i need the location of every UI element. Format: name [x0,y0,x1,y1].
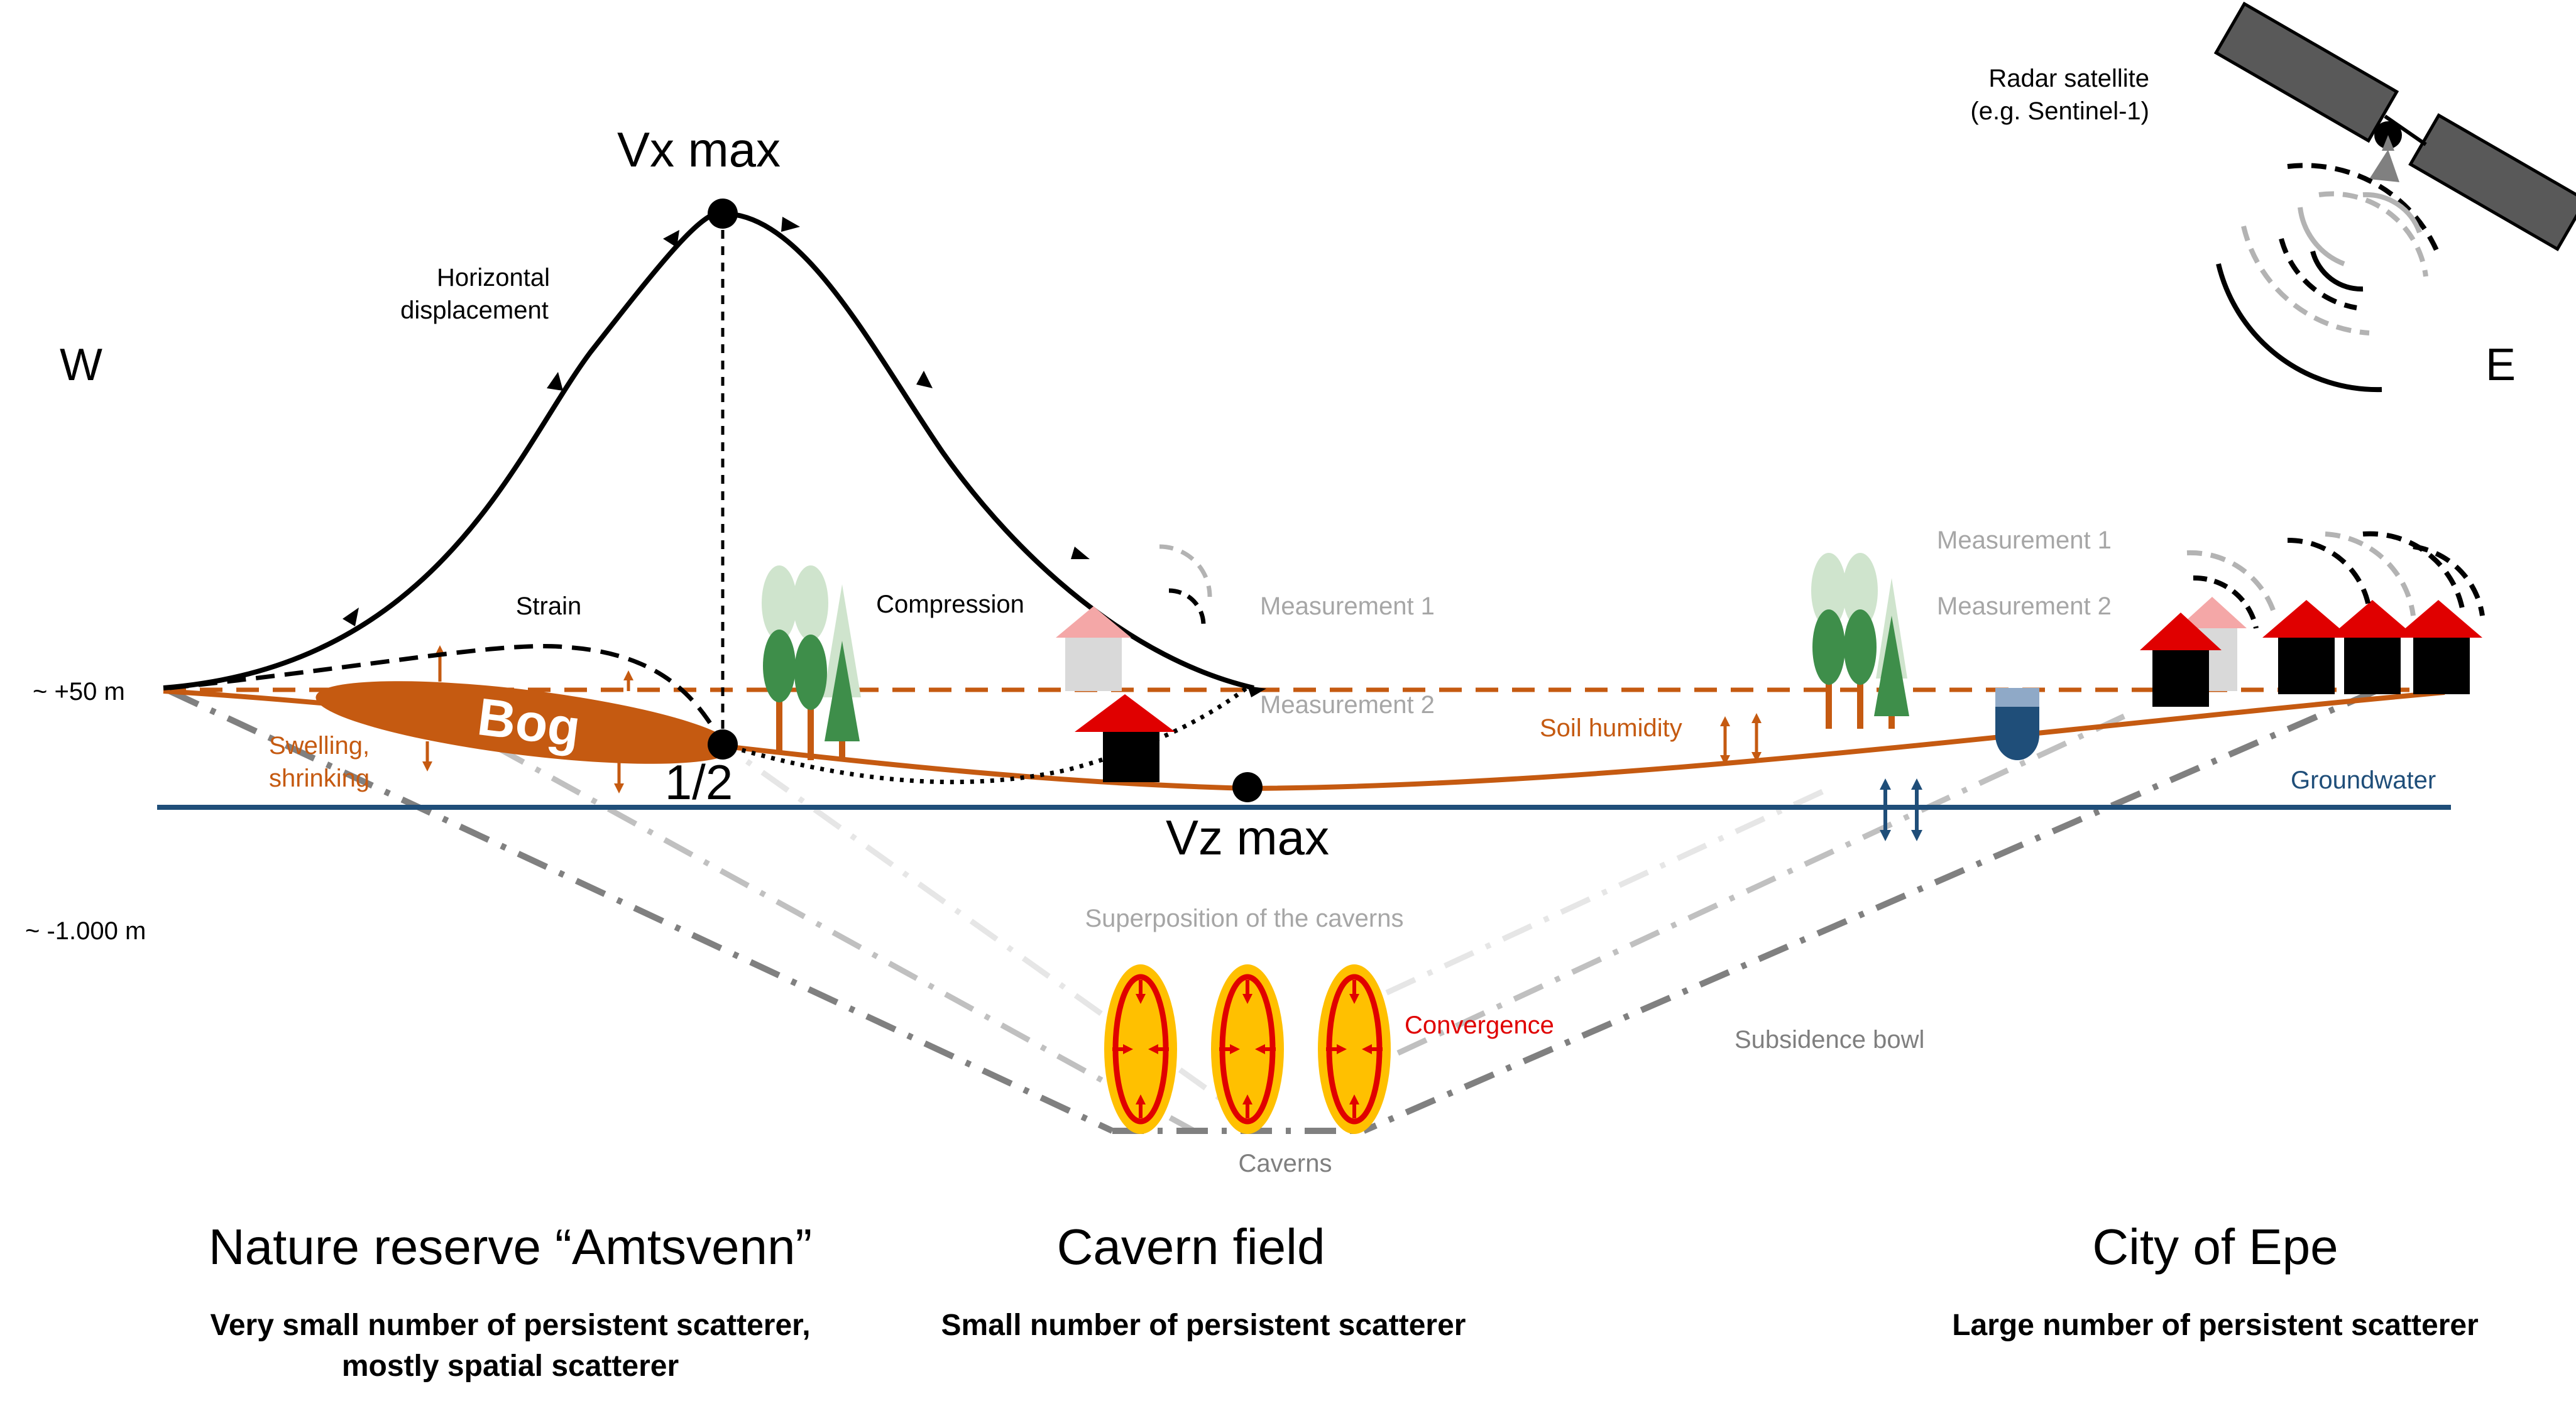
elevation-depth-label: ~ -1.000 m [25,917,146,945]
water-drop [1995,688,2039,760]
swelling-label-1: Swelling, [269,732,370,760]
strain-curve [169,643,725,746]
strain-label: Strain [516,592,582,620]
swelling-label-2: shrinking [269,765,370,792]
horizontal-displacement-label-2: displacement [400,297,549,324]
vx-max-point [708,199,738,229]
elevation-surface-label: ~ +50 m [33,678,125,706]
east-label: E [2486,340,2516,390]
half-point [708,729,738,760]
caverns-label: Caverns [1239,1150,1332,1177]
vz-max-label: Vz max [1166,810,1329,865]
region-title-city-epe: City of Epe [2092,1219,2338,1275]
measurement-1-east: Measurement 1 [1937,526,2112,554]
convergence-label: Convergence [1405,1011,1554,1039]
compression-label: Compression [876,591,1024,618]
soil-humidity-arrows [1720,713,1762,765]
groundwater-label: Groundwater [2291,766,2436,794]
bog-label: Bog [474,687,584,758]
measurement-1-center: Measurement 1 [1260,592,1435,620]
curve-direction-arrows [343,217,1266,697]
radar-arcs-east [2186,531,2485,629]
half-label: 1/2 [665,755,733,810]
trees-east [1811,553,1909,729]
measurement-2-east: Measurement 2 [1937,592,2112,620]
subsidence-bowl-label: Subsidence bowl [1735,1026,1924,1054]
caverns [1104,964,1391,1134]
west-label: W [60,340,102,390]
measurement-2-center: Measurement 2 [1260,691,1435,719]
convergence-arrows [1112,980,1383,1118]
trees-west [762,565,861,760]
region-desc-nature-reserve-1: Very small number of persistent scattere… [210,1309,810,1342]
vx-max-label: Vx max [617,122,781,177]
region-title-nature-reserve: Nature reserve “Amtsvenn” [209,1219,812,1275]
houses-center [1056,606,1175,782]
vz-max-point [1232,772,1263,802]
satellite-radar-waves [2216,163,2441,393]
horizontal-displacement-label-1: Horizontal [437,264,550,292]
region-desc-cavern-field: Small number of persistent scatterer [941,1309,1466,1342]
region-desc-nature-reserve-2: mostly spatial scatterer [342,1349,679,1383]
bog: Bog [315,681,734,764]
groundwater-arrows [1880,778,1922,841]
houses-east [2140,597,2482,707]
superposition-label: Superposition of the caverns [1085,905,1404,932]
radar-arcs-center [1159,544,1212,626]
radar-satellite [2213,1,2576,251]
satellite-label-line1: Radar satellite [1988,65,2149,92]
region-title-cavern-field: Cavern field [1057,1219,1325,1275]
soil-humidity-label: Soil humidity [1540,714,1682,742]
region-desc-city-epe: Large number of persistent scatterer [1952,1309,2479,1342]
satellite-label-line2: (e.g. Sentinel-1) [1970,97,2149,125]
